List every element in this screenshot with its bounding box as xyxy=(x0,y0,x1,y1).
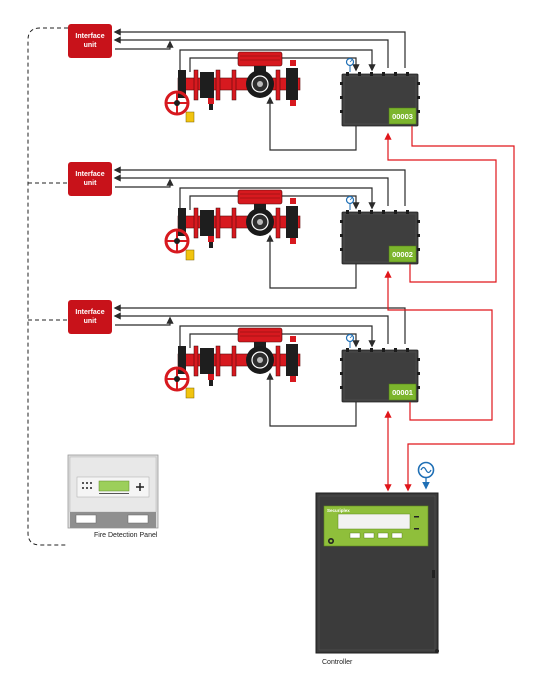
zone-00001: Interface unit 00001 xyxy=(68,300,420,426)
fire-detection-panel: Fire Detection Panel xyxy=(67,454,159,539)
detection-link-dashed xyxy=(27,27,68,546)
interface-unit xyxy=(68,300,112,334)
interface-unit-label: Interface xyxy=(75,33,104,40)
power-supply-icon xyxy=(417,461,435,490)
interface-unit-label-line2: unit xyxy=(84,180,97,187)
module-id-label: 00001 xyxy=(392,388,413,397)
svg-text:Securiplex: Securiplex xyxy=(327,508,350,513)
fire-panel-caption: Fire Detection Panel xyxy=(94,532,158,539)
interface-unit-label-line2: unit xyxy=(84,42,97,49)
controller-caption: Controller xyxy=(322,659,353,666)
interface-unit xyxy=(68,24,112,58)
module-id-label: 00003 xyxy=(392,112,413,121)
interface-unit xyxy=(68,162,112,196)
module-id-label: 00002 xyxy=(392,250,413,259)
zone-00003: Interface unit 00003 xyxy=(68,24,420,150)
interface-unit-label-line2: unit xyxy=(84,318,97,325)
interface-unit-label: Interface xyxy=(75,171,104,178)
zone-00002: Interface unit 00002 xyxy=(68,162,420,288)
controller-cabinet: Securiplex Controller xyxy=(315,492,439,666)
interface-unit-label: Interface xyxy=(75,309,104,316)
data-bus-lines xyxy=(384,126,515,492)
